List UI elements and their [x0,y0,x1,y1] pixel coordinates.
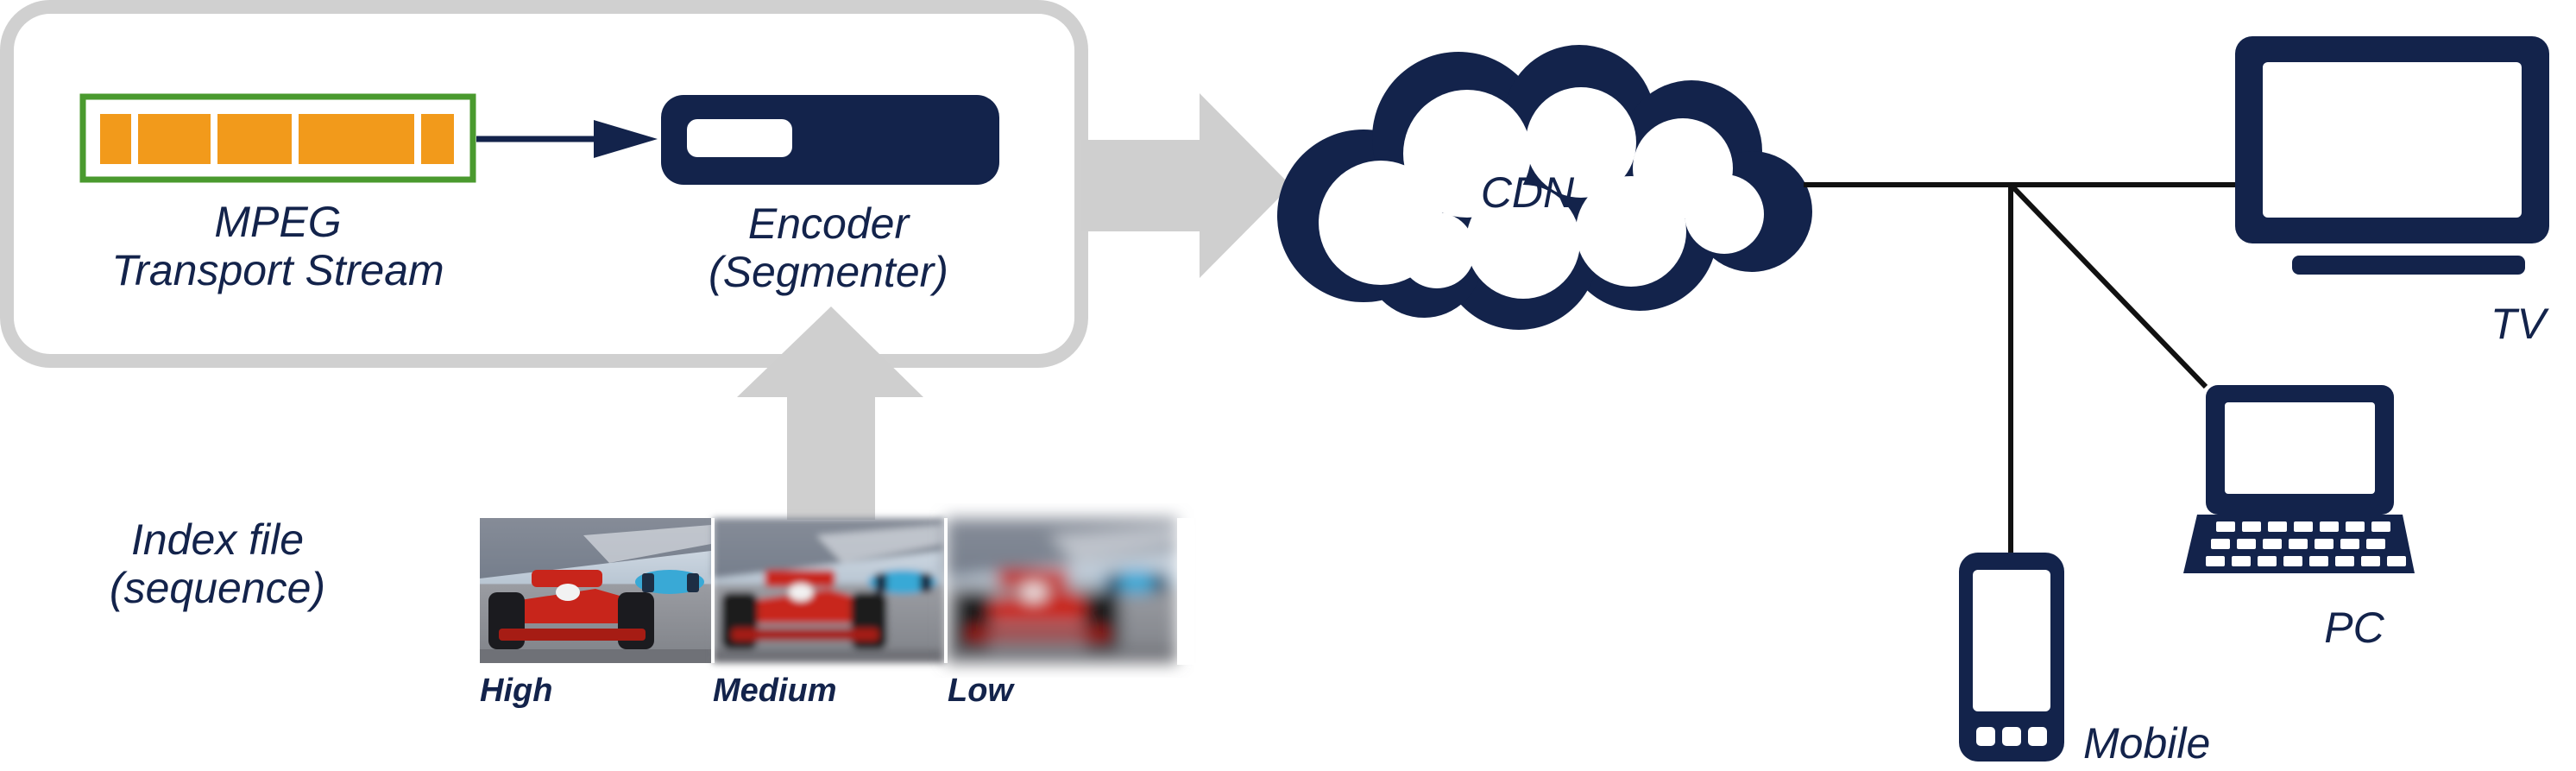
arrow-up-icon [737,307,923,520]
index-label-line1: Index file [131,515,304,564]
source-label-line1: MPEG [214,198,341,246]
quality-label-high: High [480,673,552,709]
encoder-label-line1: Encoder [748,199,911,248]
laptop-icon [2183,385,2415,573]
quality-label-low: Low [948,673,1015,709]
tv-label: TV [2491,300,2550,348]
arrow-right-icon [1081,93,1291,278]
cdn-label: CDN [1481,168,1575,217]
thumbnail-medium [713,518,944,663]
transport-stream-packets [79,93,476,183]
pc-label: PC [2324,604,2384,652]
quality-label-medium: Medium [713,673,837,709]
encoder-device [661,95,999,185]
network-links [1804,182,2237,561]
mobile-label: Mobile [2083,719,2210,768]
arrow-right-icon [476,120,658,158]
thumbnail-low [946,518,1177,663]
smartphone-icon [1959,553,2064,762]
source-label-line2: Transport Stream [111,246,444,294]
cloud-icon [1277,45,1812,330]
thumbnail-high [480,518,711,663]
index-label-line2: (sequence) [110,564,325,612]
encoder-label-line2: (Segmenter) [709,248,948,296]
tv-icon [2235,36,2549,275]
